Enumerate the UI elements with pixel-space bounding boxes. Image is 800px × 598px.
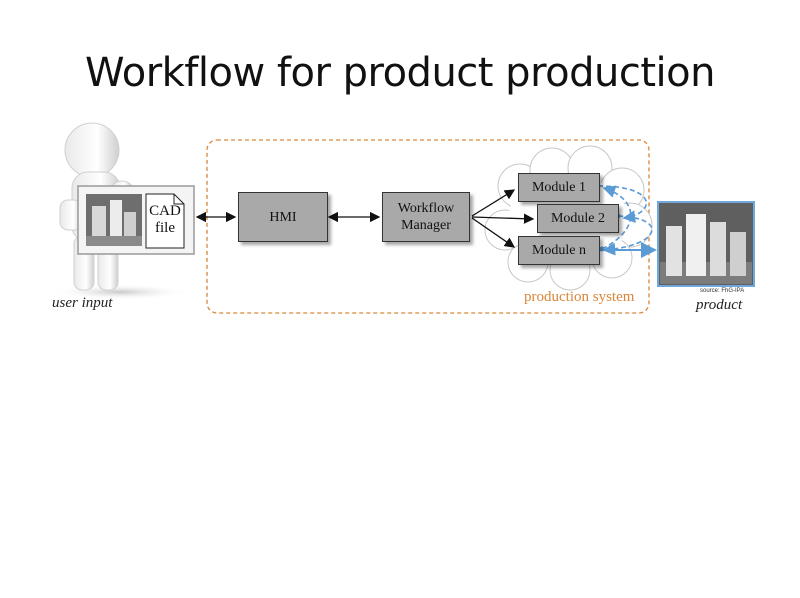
module-1-label: Module 1 xyxy=(531,180,587,195)
workflow-manager-node: Workflow Manager xyxy=(382,192,470,242)
cad-label-line1: CAD xyxy=(149,203,181,219)
module-2-label: Module 2 xyxy=(550,211,606,226)
blue-loop-2 xyxy=(602,215,653,256)
workflow-label-line1: Workflow xyxy=(397,201,455,216)
module-n-label: Module n xyxy=(531,243,587,258)
product-image xyxy=(657,201,755,287)
module-2-node: Module 2 xyxy=(537,204,619,233)
cad-file-label: CAD file xyxy=(146,203,184,237)
cad-label-line2: file xyxy=(155,220,175,236)
module-n-node: Module n xyxy=(518,236,600,265)
module-1-node: Module 1 xyxy=(518,173,600,202)
file-icon xyxy=(145,193,185,249)
blue-loop-3 xyxy=(601,185,632,250)
source-credit: source: FhG-IPA xyxy=(700,288,745,294)
hmi-node: HMI xyxy=(238,192,328,242)
arrow-to-module2 xyxy=(471,213,535,224)
slide-title: Workflow for product production xyxy=(85,50,715,96)
cad-preview-image xyxy=(86,194,142,246)
product-label: product xyxy=(696,297,743,313)
arrow-to-modulen xyxy=(471,217,516,248)
workflow-label-line2: Manager xyxy=(401,218,451,233)
user-input-label: user input xyxy=(52,295,113,311)
hmi-label: HMI xyxy=(269,209,297,225)
arrow-to-module1 xyxy=(471,189,516,217)
production-system-label: production system xyxy=(524,289,635,305)
